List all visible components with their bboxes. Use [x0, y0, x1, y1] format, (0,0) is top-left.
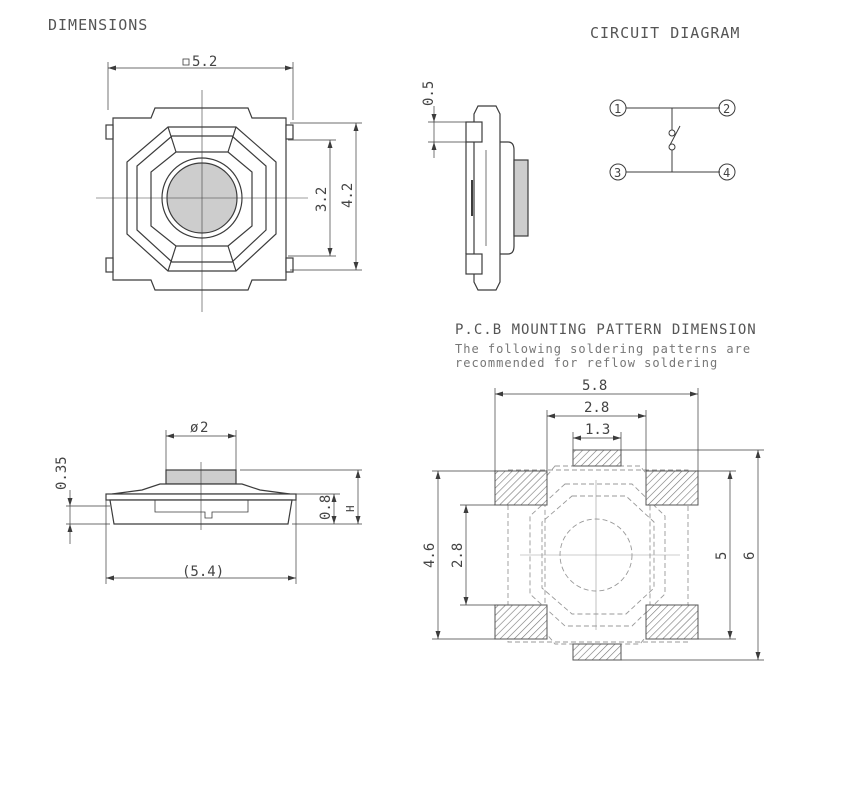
- top-view-terminal: [285, 124, 294, 140]
- front-view-dia-symbol: ø: [190, 420, 199, 436]
- pcb-pad: [645, 470, 699, 506]
- pcb-pattern: [432, 388, 764, 661]
- pcb-pad: [494, 604, 548, 640]
- side-view: [428, 105, 529, 291]
- top-view-terminal: [285, 257, 294, 273]
- top-view-octagon-inner: [136, 135, 267, 263]
- circuit-diagram: [609, 99, 736, 181]
- top-view: [96, 58, 362, 312]
- pcb-left-outer-height-label: 4.6: [422, 543, 438, 568]
- circuit-pin-1-label: 1: [614, 102, 621, 116]
- pcb-left-inner-height-label: 2.8: [450, 543, 466, 568]
- pcb-pad: [645, 604, 699, 640]
- front-view-button-dia-label: 2: [200, 420, 208, 436]
- pcb-pad: [572, 449, 622, 467]
- circuit-pin-4-label: 4: [723, 166, 730, 180]
- dimensions-heading: DIMENSIONS: [48, 16, 149, 34]
- top-view-outer-height-label: 4.2: [340, 183, 356, 208]
- top-view-terminal: [105, 124, 114, 140]
- circuit-pin-3-label: 3: [614, 166, 621, 180]
- front-view-h-label: H: [344, 505, 357, 512]
- front-view: [66, 430, 362, 584]
- pcb-pad: [494, 470, 548, 506]
- top-view-terminal: [105, 257, 114, 273]
- circuit-diagram-heading: CIRCUIT DIAGRAM: [590, 24, 741, 42]
- side-view-button: [513, 159, 529, 237]
- circuit-pin-1: [609, 99, 627, 117]
- pcb-right-inner-height-label: 5: [714, 552, 730, 560]
- pcb-note-line2: recommended for reflow soldering: [455, 356, 719, 370]
- pcb-mid-width-label: 2.8: [584, 400, 609, 416]
- pcb-pad: [572, 643, 622, 661]
- circuit-pin-3: [609, 163, 627, 181]
- side-view-pin-height-label: 0.5: [421, 81, 437, 106]
- pcb-pad-width-label: 1.3: [585, 422, 610, 438]
- pcb-heading: P.C.B MOUNTING PATTERN DIMENSION: [455, 322, 757, 338]
- pcb-note-line1: The following soldering patterns are: [455, 342, 752, 356]
- circuit-pin-2: [718, 99, 736, 117]
- front-view-base-width-label: (5.4): [182, 564, 224, 580]
- front-view-button-height-label: 0.35: [54, 456, 70, 490]
- top-view-inner-height-label: 3.2: [314, 187, 330, 212]
- pcb-outer-width-label: 5.8: [582, 378, 607, 394]
- circuit-pin-2-label: 2: [723, 102, 730, 116]
- pcb-right-outer-height-label: 6: [742, 552, 758, 560]
- top-view-width-label: 5.2: [192, 54, 217, 70]
- circuit-pin-4: [718, 163, 736, 181]
- front-view-body-height-label: 0.8: [318, 495, 334, 520]
